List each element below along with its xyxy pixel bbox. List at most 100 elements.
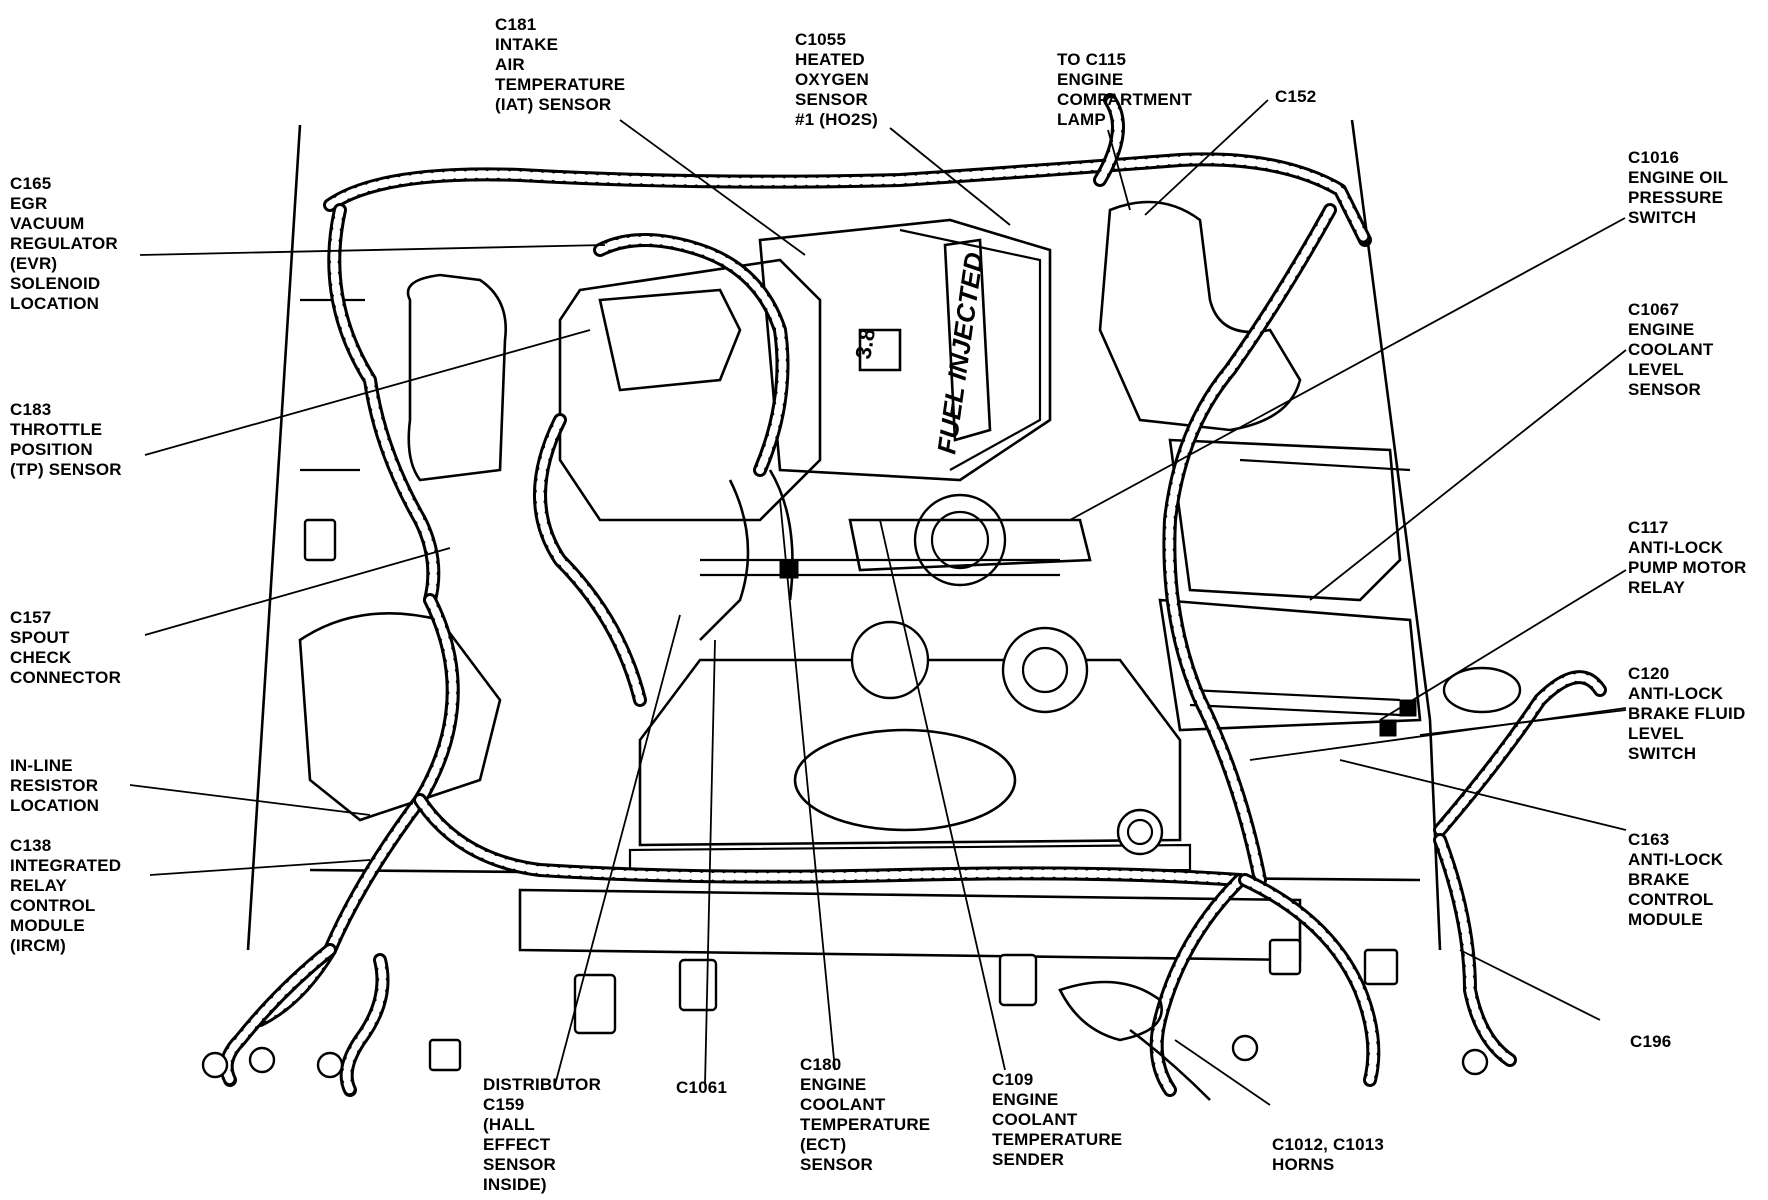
callout-c1012-c1013-horns: C1012, C1013 HORNS [1272, 1135, 1384, 1175]
callout-line: LAMP [1057, 110, 1106, 129]
callout-line: ENGINE [800, 1075, 867, 1094]
callout-line: C183 [10, 400, 52, 419]
callout-line: ANTI-LOCK [1628, 850, 1724, 869]
callout-c183-tp-sensor: C183 THROTTLE POSITION (TP) SENSOR [10, 400, 122, 480]
callout-line: C181 [495, 15, 537, 34]
callout-line: TO C115 [1057, 50, 1127, 69]
callout-line: TEMPERATURE [800, 1115, 931, 1134]
callout-line: C138 [10, 836, 52, 855]
callout-line: HORNS [1272, 1155, 1335, 1174]
callout-line: PUMP MOTOR [1628, 558, 1747, 577]
engine-assembly: FUEL INJECTED 3.8 [558, 218, 1092, 714]
callout-line: BRAKE [1628, 870, 1690, 889]
callout-distributor-c159: DISTRIBUTOR C159 (HALL EFFECT SENSOR INS… [483, 1075, 601, 1195]
callout-line: C1067 [1628, 300, 1680, 319]
callout-c196: C196 [1630, 1032, 1671, 1052]
callout-c165-evr-solenoid: C165 EGR VACUUM REGULATOR (EVR) SOLENOID… [10, 174, 118, 314]
callout-line: VACUUM [10, 214, 85, 233]
callout-line: ANTI-LOCK [1628, 684, 1724, 703]
callout-line: C1012, C1013 [1272, 1135, 1385, 1154]
callout-line: C157 [10, 608, 52, 627]
callout-line: COOLANT [992, 1110, 1078, 1129]
callout-c152: C152 [1275, 87, 1316, 107]
callout-line: C163 [1628, 830, 1670, 849]
callout-line: DISTRIBUTOR [483, 1075, 602, 1094]
callout-c117-pump-relay: C117 ANTI-LOCK PUMP MOTOR RELAY [1628, 518, 1747, 598]
callout-line: SENSOR [800, 1155, 873, 1174]
callout-line: (ECT) [800, 1135, 847, 1154]
callout-line: C165 [10, 174, 52, 193]
callout-line: MODULE [1628, 910, 1703, 929]
callout-line: MODULE [10, 916, 85, 935]
callout-line: SWITCH [1628, 744, 1697, 763]
callout-line: SENSOR [483, 1155, 556, 1174]
callout-c1067-coolant-level: C1067 ENGINE COOLANT LEVEL SENSOR [1628, 300, 1713, 400]
callout-line: RELAY [1628, 578, 1686, 597]
callout-line: INTAKE [495, 35, 559, 54]
callout-line: (EVR) [10, 254, 58, 273]
callout-line: C180 [800, 1055, 842, 1074]
callout-line: C109 [992, 1070, 1034, 1089]
callout-line: TEMPERATURE [992, 1130, 1123, 1149]
callout-line: CONTROL [1628, 890, 1714, 909]
callout-line: (TP) SENSOR [10, 460, 122, 479]
callout-line: CONTROL [10, 896, 96, 915]
callout-line: ENGINE [1057, 70, 1124, 89]
callout-c181-iat-sensor: C181 INTAKE AIR TEMPERATURE (IAT) SENSOR [495, 15, 625, 115]
callout-line: ENGINE [992, 1090, 1059, 1109]
callout-inline-resistor: IN-LINE RESISTOR LOCATION [10, 756, 99, 816]
callout-line: LOCATION [10, 796, 100, 815]
callout-line: LOCATION [10, 294, 100, 313]
callout-line: LEVEL [1628, 360, 1684, 379]
callout-line: POSITION [10, 440, 93, 459]
callout-line: PRESSURE [1628, 188, 1724, 207]
callout-line: ENGINE [1628, 320, 1695, 339]
callout-line: C1061 [676, 1078, 728, 1097]
callout-c180-ect-sensor: C180 ENGINE COOLANT TEMPERATURE (ECT) SE… [800, 1055, 930, 1175]
engine-badge: 3.8 [850, 326, 880, 360]
callout-c163-brake-module: C163 ANTI-LOCK BRAKE CONTROL MODULE [1628, 830, 1723, 930]
callout-line: INSIDE) [483, 1175, 547, 1194]
callout-line: SOLENOID [10, 274, 101, 293]
callout-line: IN-LINE [10, 756, 73, 775]
callout-line: ANTI-LOCK [1628, 538, 1724, 557]
callout-c115-lamp: TO C115 ENGINE COMPARTMENT LAMP [1057, 50, 1192, 130]
callout-line: COMPARTMENT [1057, 90, 1193, 109]
callout-line: C152 [1275, 87, 1317, 106]
callout-line: SENDER [992, 1150, 1065, 1169]
callout-c1061: C1061 [676, 1078, 727, 1098]
callout-line: C120 [1628, 664, 1670, 683]
callout-c1016-oil-pressure: C1016 ENGINE OIL PRESSURE SWITCH [1628, 148, 1728, 228]
callout-line: SENSOR [1628, 380, 1701, 399]
callout-c1055-ho2s: C1055 HEATED OXYGEN SENSOR #1 (HO2S) [795, 30, 878, 130]
callout-line: HEATED [795, 50, 865, 69]
callout-line: THROTTLE [10, 420, 103, 439]
callout-c138-ircm: C138 INTEGRATED RELAY CONTROL MODULE (IR… [10, 836, 121, 956]
callout-line: EGR [10, 194, 48, 213]
callout-line: SPOUT [10, 628, 70, 647]
callout-c120-brake-fluid: C120 ANTI-LOCK BRAKE FLUID LEVEL SWITCH [1628, 664, 1745, 764]
callout-line: C159 [483, 1095, 525, 1114]
callout-line: CHECK [10, 648, 72, 667]
callout-line: C1016 [1628, 148, 1680, 167]
callout-line: (HALL [483, 1115, 535, 1134]
callout-line: C117 [1628, 518, 1669, 537]
callout-line: #1 (HO2S) [795, 110, 879, 129]
leader-lines [129, 99, 1627, 1106]
reservoirs [298, 200, 1522, 822]
wiring-harness [219, 93, 1607, 1097]
callout-line: OXYGEN [795, 70, 869, 89]
callout-c157-spout: C157 SPOUT CHECK CONNECTOR [10, 608, 121, 688]
callout-line: BRAKE FLUID [1628, 704, 1746, 723]
callout-line: (IRCM) [10, 936, 66, 955]
callout-line: CONNECTOR [10, 668, 122, 687]
callout-line: EFFECT [483, 1135, 551, 1154]
callout-line: REGULATOR [10, 234, 118, 253]
fuel-injected-lettering: FUEL INJECTED [931, 250, 989, 456]
callout-line: COOLANT [800, 1095, 886, 1114]
callout-line: LEVEL [1628, 724, 1684, 743]
callout-line: RELAY [10, 876, 68, 895]
callout-line: INTEGRATED [10, 856, 122, 875]
callout-line: AIR [495, 55, 525, 74]
